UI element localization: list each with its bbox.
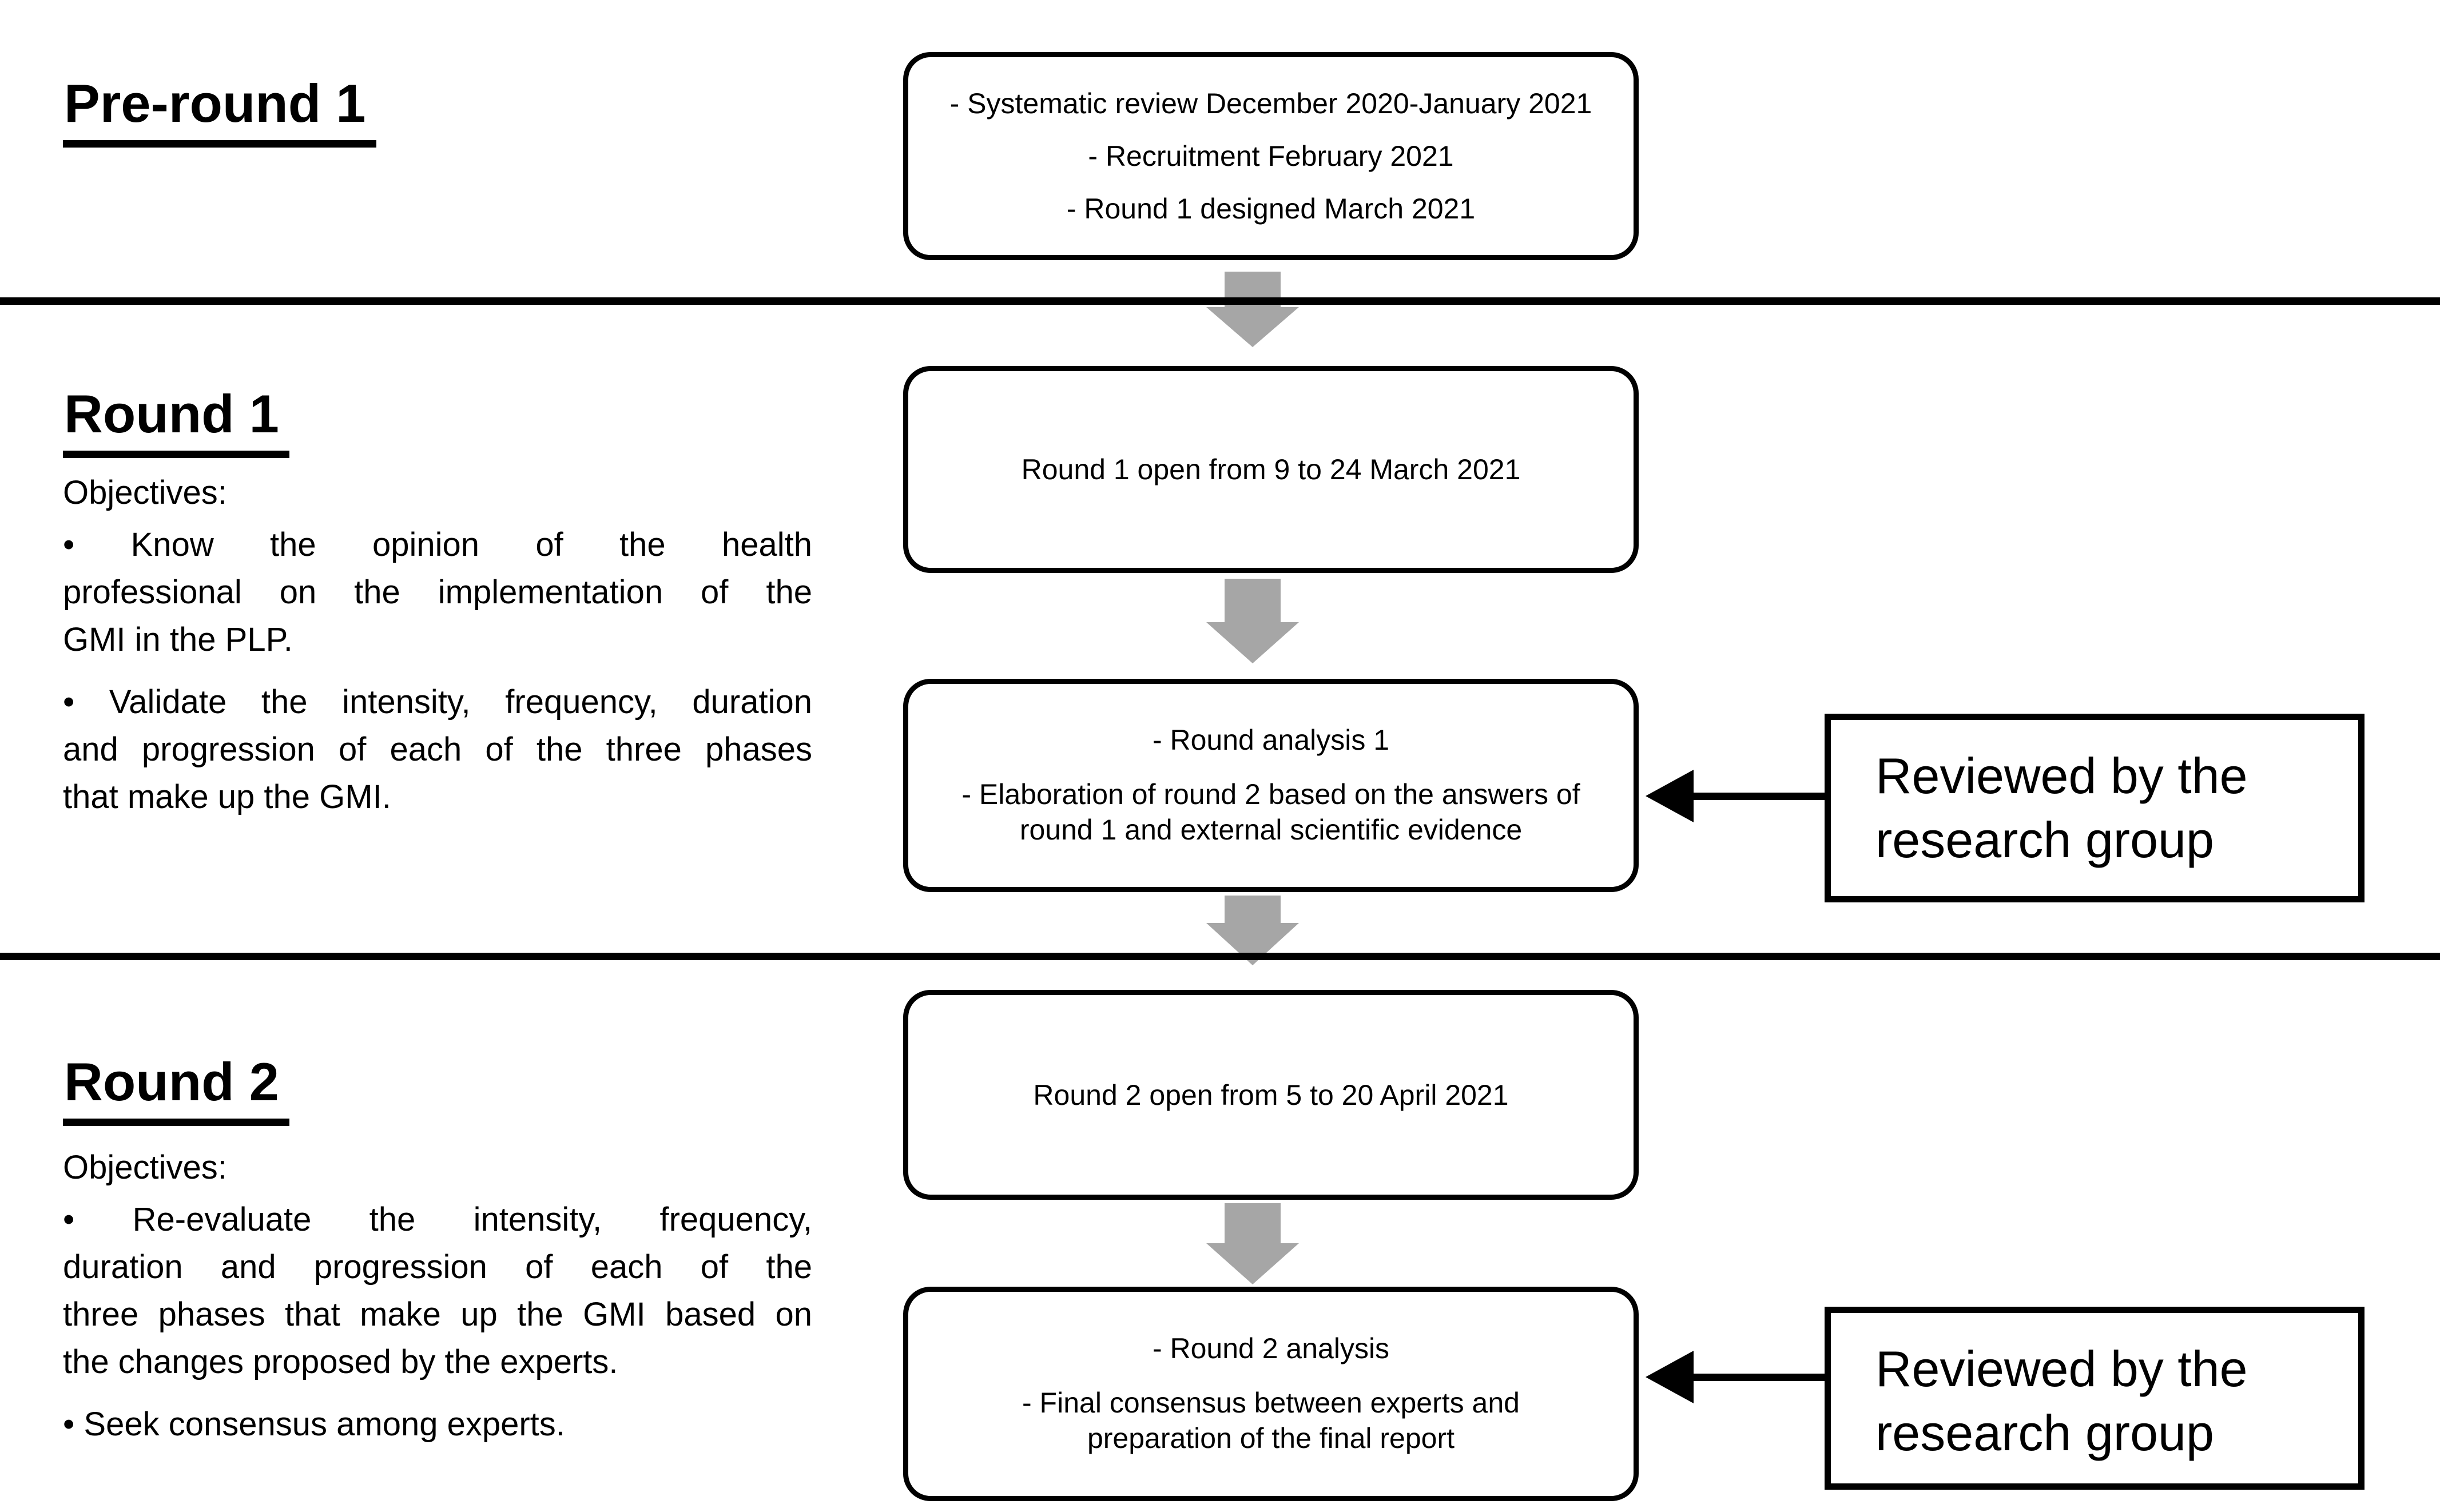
down-arrow-shaft [1225, 896, 1281, 923]
flow-box-line: - Round 2 analysis [1152, 1332, 1390, 1364]
down-arrow-icon [1206, 1203, 1299, 1284]
left-arrow-head [1646, 1351, 1694, 1403]
left-arrow-shaft [1691, 1374, 1829, 1381]
flow-box-line: - Round 1 designed March 2021 [1066, 193, 1476, 225]
objective-line: professional on the implementation of th… [63, 574, 812, 611]
objective-line: duration and progression of each of the [63, 1248, 812, 1286]
objective-line: • Know the opinion of the health [63, 526, 812, 563]
down-arrow-icon [1206, 272, 1299, 347]
section-divider [0, 953, 2440, 960]
review-note-label: Reviewed by the research group [1875, 1340, 2248, 1461]
objective-bullet: • Seek consensus among experts. [63, 1400, 812, 1448]
left-arrow-shaft [1691, 793, 1829, 800]
objective-bullet: • Re-evaluate the intensity, frequency, … [63, 1196, 812, 1386]
objective-bullet: • Validate the intensity, frequency, dur… [63, 678, 812, 821]
flow-box-round2-open: Round 2 open from 5 to 20 April 2021 [903, 990, 1639, 1200]
left-arrow-icon [1646, 770, 1829, 822]
flow-box-pre-activities: - Systematic review December 2020-Januar… [903, 52, 1639, 260]
left-arrow-head [1646, 770, 1694, 822]
flow-box-line: - Recruitment February 2021 [1088, 140, 1454, 172]
flow-box-line: Round 1 open from 9 to 24 March 2021 [1021, 453, 1521, 486]
objective-line: that make up the GMI. [63, 778, 391, 815]
round-2-objectives: Objectives: • Re-evaluate the intensity,… [63, 1144, 812, 1463]
left-arrow-icon [1646, 1351, 1829, 1403]
flow-box-round1-analysis: - Round analysis 1 - Elaboration of roun… [903, 679, 1639, 892]
objective-line: • Validate the intensity, frequency, dur… [63, 683, 812, 721]
section-title-pre-round-1: Pre-round 1 [63, 75, 376, 148]
objective-line: • Seek consensus among experts. [63, 1406, 565, 1443]
objectives-label: Objectives: [63, 1149, 227, 1186]
objective-line: • Re-evaluate the intensity, frequency, [63, 1201, 812, 1238]
review-note-box-round2: Reviewed by the research group [1825, 1307, 2365, 1490]
down-arrow-head [1206, 1243, 1299, 1284]
objective-line: the changes proposed by the experts. [63, 1343, 618, 1380]
objectives-label: Objectives: [63, 474, 227, 511]
objective-line: GMI in the PLP. [63, 621, 293, 658]
flow-box-round1-open: Round 1 open from 9 to 24 March 2021 [903, 366, 1639, 573]
objective-line: and progression of each of the three pha… [63, 731, 812, 768]
down-arrow-head [1206, 622, 1299, 663]
review-note-box-round1: Reviewed by the research group [1825, 714, 2365, 902]
section-divider [0, 297, 2440, 305]
flow-box-round2-analysis: - Round 2 analysis - Final consensus bet… [903, 1287, 1639, 1501]
review-note-label: Reviewed by the research group [1875, 747, 2248, 868]
flow-box-line: - Systematic review December 2020-Januar… [949, 87, 1592, 120]
flow-box-line: Round 2 open from 5 to 20 April 2021 [1033, 1079, 1509, 1111]
flow-box-line: - Round analysis 1 [1152, 723, 1390, 756]
section-title-round-2: Round 2 [63, 1053, 289, 1126]
flow-box-line: - Elaboration of round 2 based on the an… [961, 778, 1580, 846]
down-arrow-shaft [1225, 579, 1281, 622]
objective-bullet: • Know the opinion of the health profess… [63, 521, 812, 663]
down-arrow-head [1206, 307, 1299, 347]
down-arrow-shaft [1225, 1203, 1281, 1243]
flow-box-line: - Final consensus between experts and pr… [1022, 1386, 1520, 1454]
down-arrow-icon [1206, 579, 1299, 663]
section-title-round-1: Round 1 [63, 385, 289, 458]
objective-line: three phases that make up the GMI based … [63, 1296, 812, 1333]
round-1-objectives: Objectives: • Know the opinion of the he… [63, 469, 812, 835]
